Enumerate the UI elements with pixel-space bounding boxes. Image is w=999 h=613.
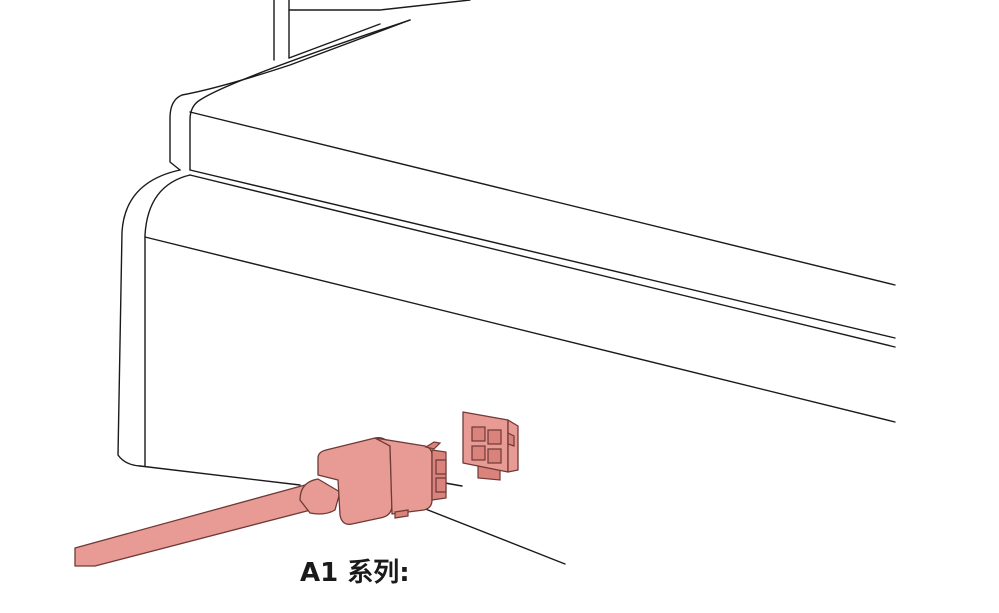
- base-top-plate: [169, 19, 896, 348]
- socket-pin-grid: [471, 426, 502, 464]
- top-lid-outline: [273, 0, 471, 61]
- series-caption: A1 系列:: [300, 558, 410, 588]
- power-cable-plug: [74, 437, 447, 567]
- power-socket: [462, 411, 519, 481]
